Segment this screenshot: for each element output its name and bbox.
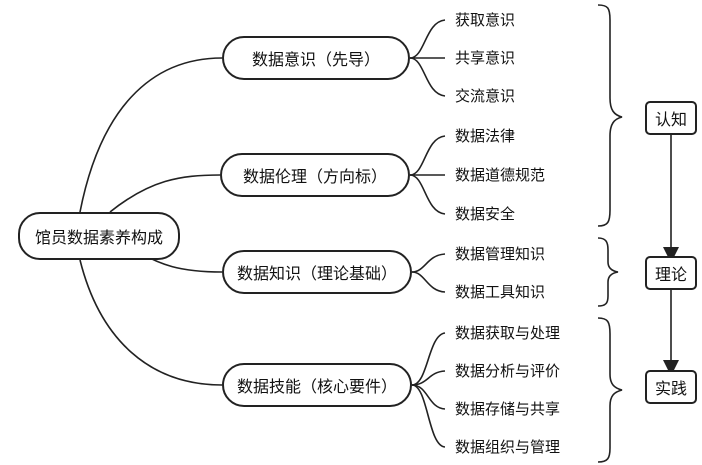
- leaf-item: 数据分析与评价: [455, 362, 561, 380]
- branch-node-data-awareness: 数据意识（先导）: [222, 36, 410, 80]
- stage-label: 认知: [654, 110, 687, 129]
- connector-b1-leaf-3: [409, 57, 446, 97]
- brace-theory: [597, 237, 619, 307]
- leaf-item: 数据安全: [455, 205, 516, 223]
- connector-b2-leaf-1: [409, 135, 446, 176]
- connector-b4-leaf-4: [411, 384, 446, 448]
- branch-label: 数据技能（核心要件）: [236, 377, 397, 396]
- root-label: 馆员数据素养构成: [34, 228, 163, 247]
- branch-node-data-knowledge: 数据知识（理论基础）: [222, 250, 412, 294]
- leaf-item: 数据获取与处理: [455, 324, 561, 342]
- leaf-item: 数据工具知识: [455, 283, 546, 301]
- branch-node-data-ethics: 数据伦理（方向标）: [220, 153, 410, 197]
- stage-box-theory: 理论: [645, 256, 697, 290]
- leaf-item: 共享意识: [455, 49, 516, 67]
- brace-practice: [597, 317, 623, 463]
- connector-b4-leaf-1: [411, 332, 446, 386]
- leaf-item: 交流意识: [455, 87, 516, 105]
- leaf-item: 获取意识: [455, 11, 516, 29]
- connector-root-branch-2: [109, 174, 221, 213]
- leaf-item: 数据道德规范: [455, 166, 546, 184]
- branch-node-data-skills: 数据技能（核心要件）: [222, 363, 412, 407]
- leaf-item: 数据法律: [455, 127, 516, 145]
- connector-b3-leaf-2: [411, 271, 446, 293]
- connector-b2-leaf-3: [409, 174, 446, 215]
- connector-root-branch-4: [79, 259, 223, 386]
- connector-b4-leaf-3: [411, 384, 446, 410]
- connector-root-branch-1: [79, 57, 223, 213]
- root-node: 馆员数据素养构成: [18, 212, 180, 260]
- stage-box-cognition: 认知: [645, 101, 697, 135]
- brace-cognition: [597, 4, 623, 227]
- stage-label: 实践: [654, 379, 687, 398]
- leaf-item: 数据管理知识: [455, 245, 546, 263]
- stage-label: 理论: [654, 265, 687, 284]
- branch-label: 数据知识（理论基础）: [236, 264, 397, 283]
- connector-b3-leaf-1: [411, 253, 446, 273]
- leaf-item: 数据组织与管理: [455, 438, 561, 456]
- connector-b1-leaf-1: [409, 19, 446, 59]
- leaf-item: 数据存储与共享: [455, 400, 561, 418]
- branch-label: 数据意识（先导）: [251, 50, 380, 69]
- stage-box-practice: 实践: [645, 370, 697, 404]
- branch-label: 数据伦理（方向标）: [242, 167, 387, 186]
